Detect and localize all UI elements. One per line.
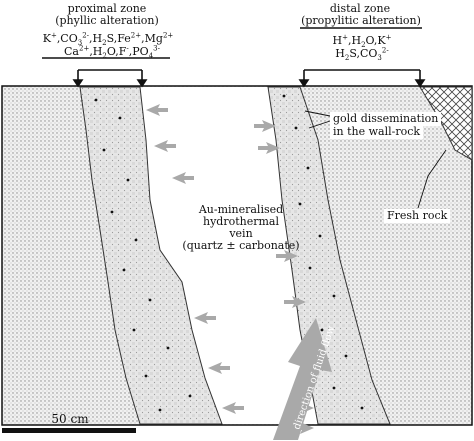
proximal-alteration-zone — [79, 86, 223, 425]
fresh-rock-pointer — [417, 149, 447, 209]
fluid-flow-arrow — [273, 318, 332, 440]
vein-label-line1: Au-mineralised — [198, 203, 284, 216]
vein-label-line3: vein — [229, 227, 253, 240]
vein-label-line2: hydrothermal — [202, 215, 279, 228]
proximal-zone-subtitle: (phyllic alteration) — [55, 14, 159, 27]
gold-dots — [94, 94, 364, 412]
proximal-zone-title: proximal zone — [67, 2, 147, 15]
vein-label-line4: (quartz ± carbonate) — [182, 239, 300, 252]
distal-zone-title: distal zone — [329, 2, 391, 15]
distal-species-line1: H+,H2O,K+ — [332, 33, 392, 50]
gold-dissemination-label-line2: in the wall-rock — [330, 125, 424, 139]
fresh-rock-label: Fresh rock — [384, 209, 451, 223]
gold-pointer-lines — [304, 110, 331, 129]
scale-bar — [2, 428, 136, 433]
proximal-species-line1: K+,CO32-,H2S,Fe2+,Mg2+ — [42, 31, 174, 48]
distal-bracket — [298, 27, 426, 88]
distal-alteration-zone — [267, 86, 391, 425]
distal-species-line2: H2S,CO32- — [335, 46, 389, 63]
proximal-species-line2: Ca2+,H2O,F-,PO43- — [64, 44, 160, 61]
scale-bar-label: 50 cm — [51, 412, 89, 426]
distal-zone-subtitle: (propylitic alteration) — [301, 14, 421, 27]
proximal-bracket — [42, 57, 170, 88]
quartz-vein — [140, 87, 318, 424]
gold-dissemination-label-line1: gold dissemination — [330, 112, 442, 126]
